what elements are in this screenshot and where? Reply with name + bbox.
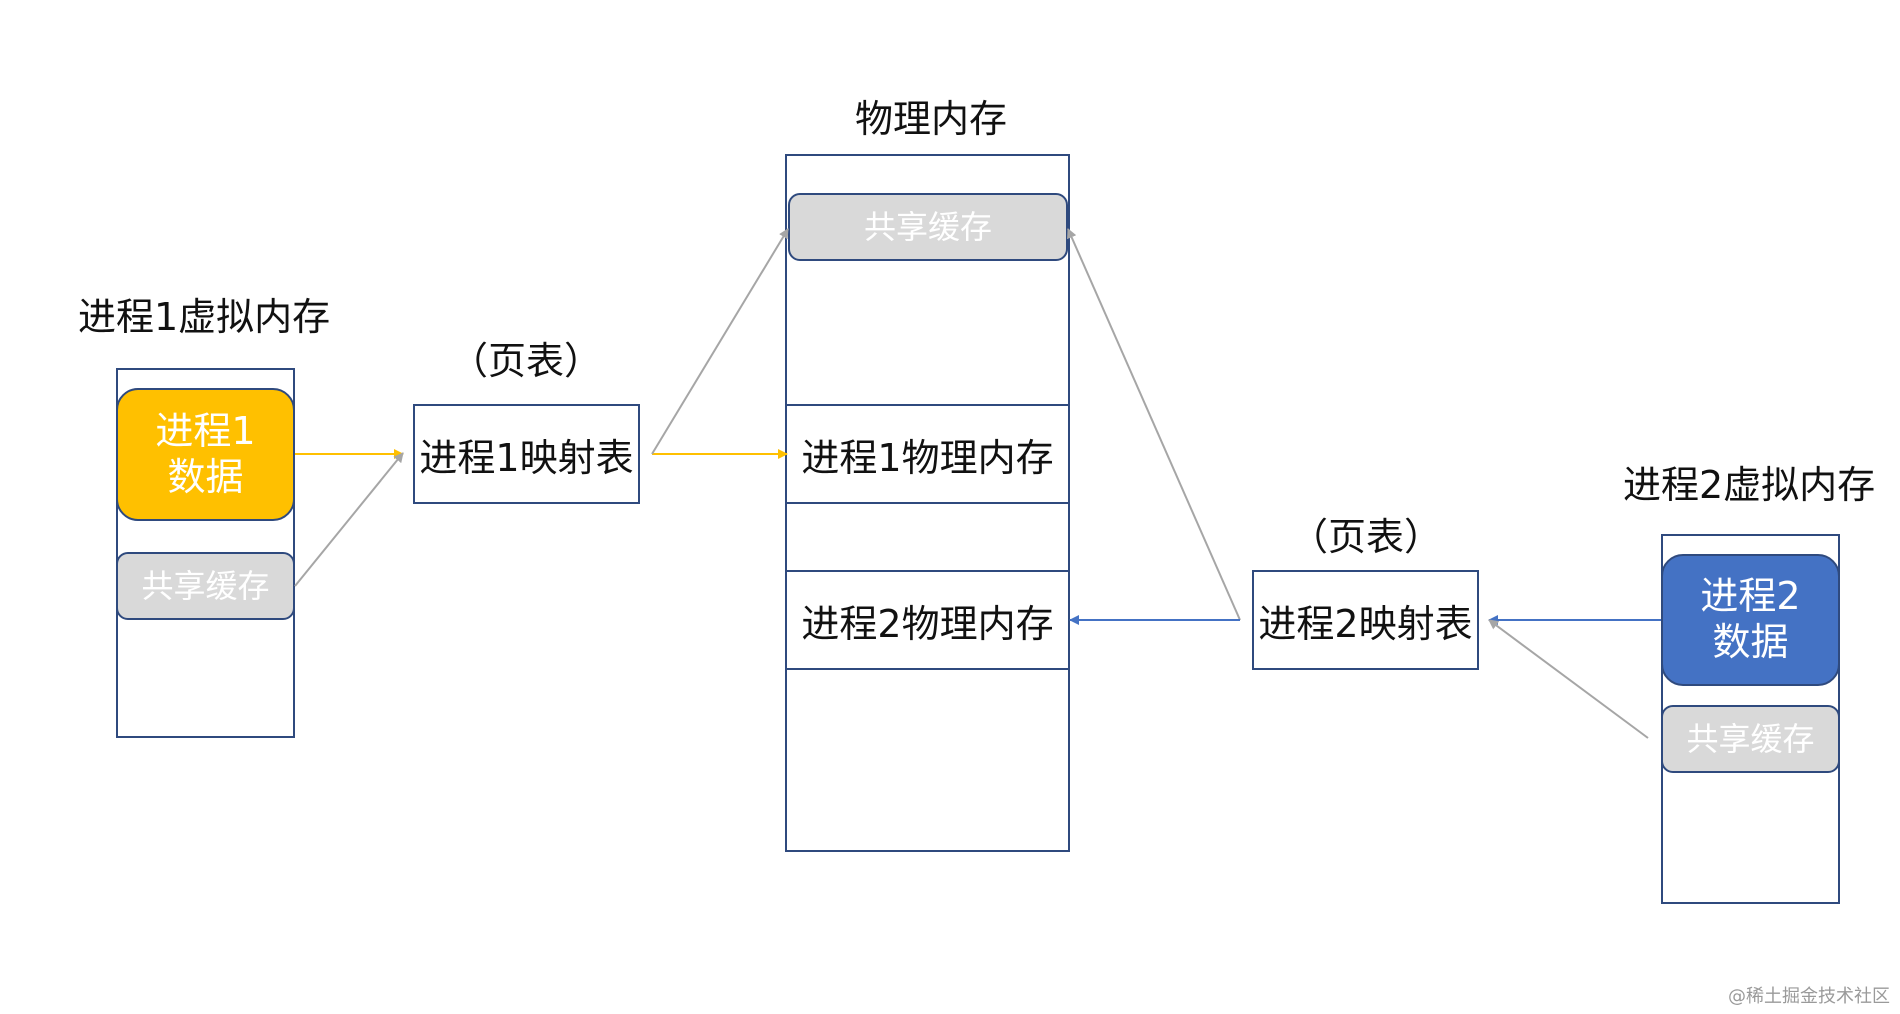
process1-virtual-memory-title: 进程1虚拟内存 xyxy=(78,295,331,339)
process2-shared-cache-block: 共享缓存 xyxy=(1661,705,1840,773)
process1-data-line2: 数据 xyxy=(167,454,244,499)
watermark: @稀土掘金技术社区 xyxy=(1728,986,1890,1007)
process2-shared-to-map-arrow xyxy=(1488,619,1649,739)
process2-page-table-label: （页表） xyxy=(1290,515,1443,559)
process2-data-line1: 进程2 xyxy=(1700,574,1801,619)
physical-memory-title: 物理内存 xyxy=(855,97,1008,141)
process1-data-line1: 进程1 xyxy=(155,408,256,453)
process2-physical-memory-region: 进程2物理内存 xyxy=(787,570,1068,670)
process1-shared-cache-block: 共享缓存 xyxy=(116,552,295,620)
process2-data-block: 进程2 数据 xyxy=(1661,554,1840,686)
process2-map-to-shared-cache-arrow xyxy=(1067,228,1241,621)
process1-data-block: 进程1 数据 xyxy=(116,388,295,521)
process2-virtual-memory-title: 进程2虚拟内存 xyxy=(1623,463,1876,507)
physical-shared-cache-block: 共享缓存 xyxy=(788,193,1068,261)
process1-page-table-label: （页表） xyxy=(450,339,603,383)
process1-map-table: 进程1映射表 xyxy=(413,404,640,504)
process1-physical-memory-region: 进程1物理内存 xyxy=(787,404,1068,504)
process1-shared-to-map-arrow xyxy=(294,452,404,587)
process1-map-to-shared-cache-arrow xyxy=(651,228,789,455)
process2-data-line2: 数据 xyxy=(1712,620,1789,664)
process2-map-table: 进程2映射表 xyxy=(1252,570,1479,670)
